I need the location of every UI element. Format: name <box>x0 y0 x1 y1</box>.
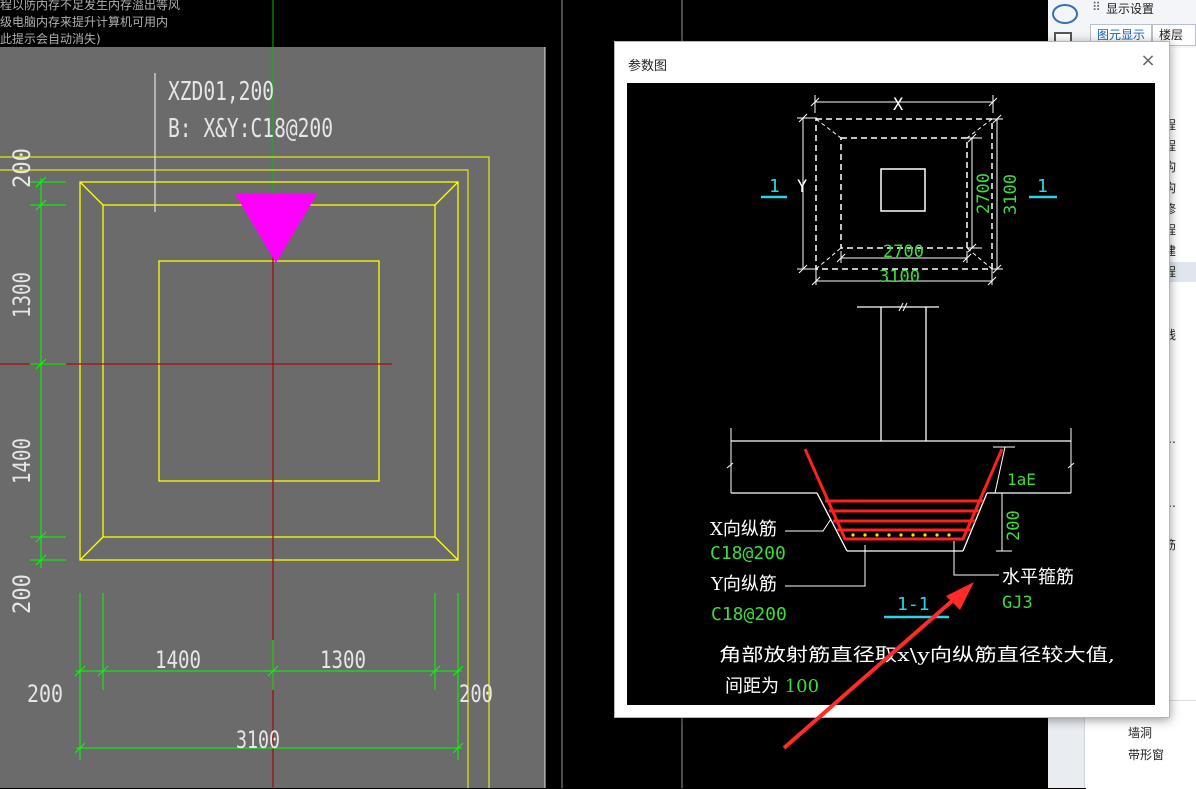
note-line-1: 角部放射筋直径取x\y向纵筋直径较大值, <box>719 645 1115 666</box>
dialog-title: 参数图 <box>628 59 668 74</box>
parameter-diagram-dialog: 参数图 × X Y <box>614 41 1170 718</box>
dim-bottom-1300: 1300 <box>320 646 366 674</box>
dim-200-label: 200 <box>1004 510 1024 541</box>
dim-bottom-200-right: 200 <box>459 680 493 708</box>
left-dimension-chain <box>30 176 66 568</box>
tree-item-wall-opening[interactable]: 墙洞 <box>1128 726 1153 740</box>
x-rebar-value: C18@200 <box>710 543 786 564</box>
rebar-label[interactable]: B: X&Y:C18@200 <box>168 114 333 144</box>
section-view: 1aE 200 X向纵筋 C18@200 Y向纵筋 C18@200 水平箍筋 G… <box>710 302 1115 697</box>
note-line-2: 间距为 100 <box>725 676 819 697</box>
section-mark-left: 1 <box>769 176 780 197</box>
tab-element-display[interactable]: 图元显示 <box>1090 24 1153 46</box>
lae-label: 1aE <box>1007 470 1036 489</box>
tree-item-strip-window[interactable]: 带形窗 <box>1128 748 1165 762</box>
y-rebar-label: Y向纵筋 <box>710 574 777 595</box>
memory-warning-line-3: 此提示会自动消失) <box>0 32 101 46</box>
close-icon[interactable]: × <box>1140 50 1156 71</box>
dim-bottom-1400: 1400 <box>155 646 201 674</box>
dim-left-200-bottom: 200 <box>8 574 36 614</box>
bottom-dimension-chain <box>74 593 464 760</box>
drag-handle-icon[interactable]: ⠿ <box>1092 0 1101 14</box>
y-rebar-value: C18@200 <box>711 604 787 625</box>
dim-bottom-total: 3100 <box>236 726 280 754</box>
x-rebar-label: X向纵筋 <box>710 519 777 540</box>
dim-left-200-top: 200 <box>8 148 36 188</box>
view-3d-icon[interactable] <box>1052 4 1078 24</box>
plan-dim-2700-v: 2700 <box>974 173 994 214</box>
insertion-point-marker[interactable] <box>235 194 317 263</box>
plan-y-label: Y <box>797 177 807 197</box>
dim-left-1400: 1400 <box>8 438 36 484</box>
stirrup-label: 水平箍筋 <box>1002 567 1074 588</box>
plan-x-label: X <box>893 95 904 115</box>
section-name: 1-1 <box>897 594 930 615</box>
stirrup-value: GJ3 <box>1002 593 1033 613</box>
plan-view: X Y 2700 <box>761 95 1057 287</box>
memory-warning-line-1: 程以防内存不足发生内存溢出等风 <box>0 0 181 12</box>
element-code-label[interactable]: XZD01,200 <box>168 77 274 107</box>
dim-left-1300: 1300 <box>8 272 36 318</box>
memory-warning-line-2: 级电脑内存来提升计算机可用内 <box>0 15 169 29</box>
column-outline[interactable] <box>158 260 380 482</box>
parameter-diagram: X Y 2700 <box>627 83 1155 705</box>
panel-title: 显示设置 <box>1106 2 1155 16</box>
panel-header: ⠿ 显示设置 图元显示 楼层显示 <box>1048 0 1196 62</box>
plan-dim-3100-h: 3100 <box>879 267 920 287</box>
plan-dim-3100-v: 3100 <box>1001 174 1021 215</box>
plan-dim-2700-h: 2700 <box>883 242 924 262</box>
footing-outer[interactable] <box>79 181 459 561</box>
dim-bottom-200-left: 200 <box>27 680 63 708</box>
section-mark-right: 1 <box>1037 176 1048 197</box>
